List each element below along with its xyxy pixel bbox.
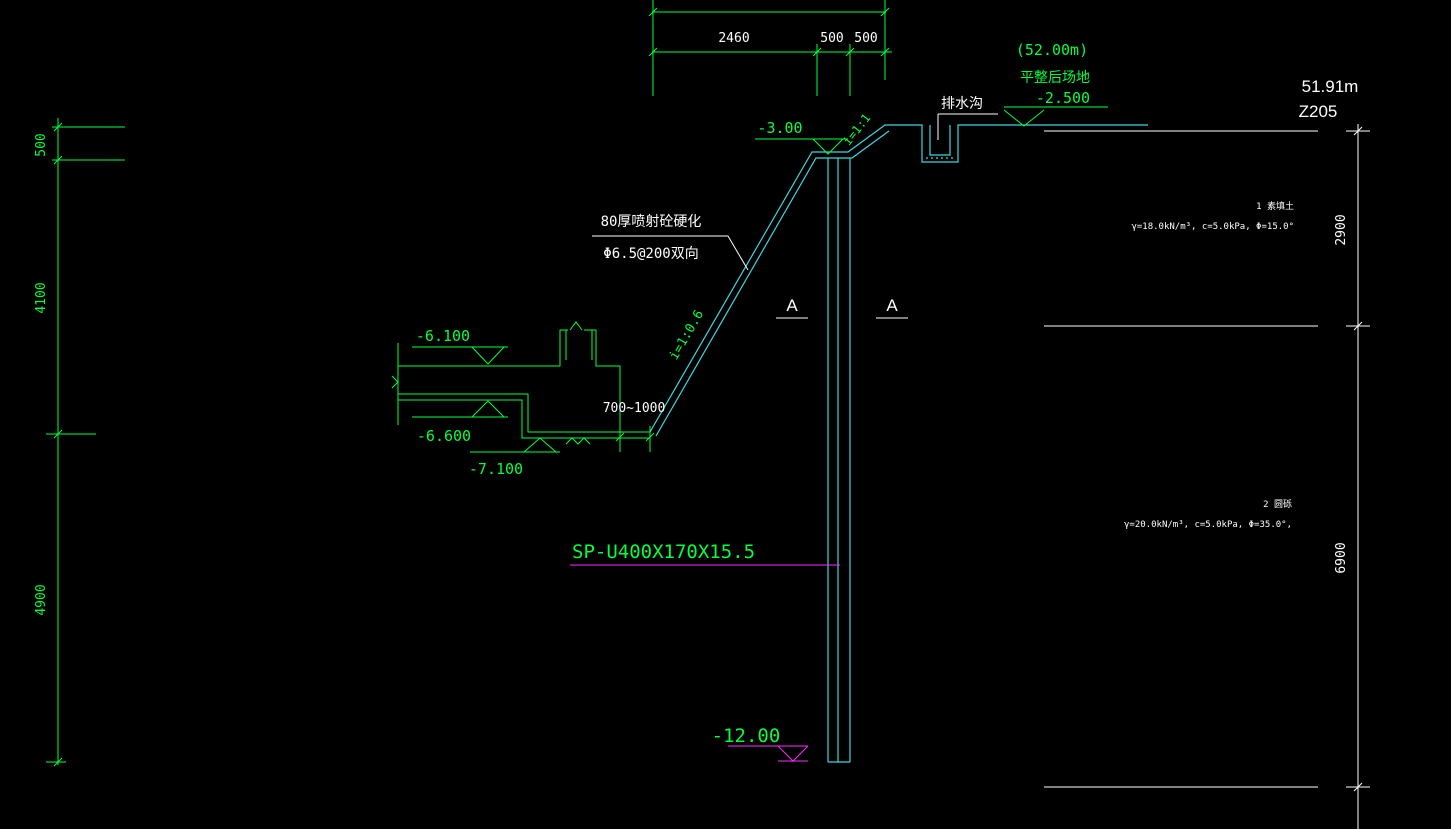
level-6600: -6.600 <box>417 427 471 445</box>
drainage-ditch <box>902 124 1148 163</box>
ground-elevation: -2.500 <box>1036 89 1090 107</box>
dim-right-2900: 2900 <box>1334 214 1349 245</box>
ground-description: 平整后场地 <box>1020 70 1090 86</box>
dim-left-4900: 4900 <box>34 584 49 615</box>
dim-top-500-b: 500 <box>854 31 877 46</box>
top-dimension-chain <box>648 0 892 96</box>
borehole-id: Z205 <box>1299 102 1338 121</box>
dim-left-500: 500 <box>34 133 49 156</box>
slope-profile <box>649 124 902 437</box>
ground-level-marker <box>1003 109 1045 127</box>
dim-right-6900: 6900 <box>1334 542 1349 573</box>
shotcrete-label: 80厚喷射砼硬化 <box>601 214 702 230</box>
soil-layer-1-params: γ=18.0kN/m³, c=5.0kPa, Φ=15.0° <box>1131 222 1294 232</box>
borehole-layers <box>1044 124 1370 829</box>
crest-elevation: -3.00 <box>757 119 802 137</box>
soil-layer-2-params: γ=20.0kN/m³, c=5.0kPa, Φ=35.0°, <box>1124 520 1292 530</box>
crest-level-marker <box>812 138 844 155</box>
level-6100-marker <box>471 346 505 365</box>
dim-top-500-a: 500 <box>820 31 843 46</box>
section-a-left: A <box>786 296 798 315</box>
section-a-right: A <box>886 296 898 315</box>
pile-toe-elevation: -12.00 <box>712 725 781 747</box>
mesh-label: Φ6.5@200双向 <box>603 246 698 262</box>
drain-label: 排水沟 <box>941 96 983 112</box>
soil-layer-2-name: 2 圆砾 <box>1263 498 1292 510</box>
dim-left-4100: 4100 <box>34 282 49 313</box>
level-6100: -6.100 <box>416 327 470 345</box>
level-6600-marker <box>471 400 505 418</box>
ground-abs-elevation: (52.00m) <box>1016 41 1088 59</box>
excavation-base-detail <box>391 321 655 452</box>
shotcrete-leader <box>592 235 749 271</box>
left-dimension-chain <box>46 118 125 767</box>
level-7100-marker <box>523 437 557 453</box>
sheet-pile <box>827 158 851 763</box>
borehole-elevation: 51.91m <box>1302 77 1359 96</box>
level-7100: -7.100 <box>469 460 523 478</box>
gap-dimension: 700~1000 <box>603 401 666 416</box>
dim-top-2460: 2460 <box>718 31 749 46</box>
pile-spec: SP-U400X170X15.5 <box>572 541 755 563</box>
soil-layer-1-name: 1 素填土 <box>1256 200 1294 212</box>
